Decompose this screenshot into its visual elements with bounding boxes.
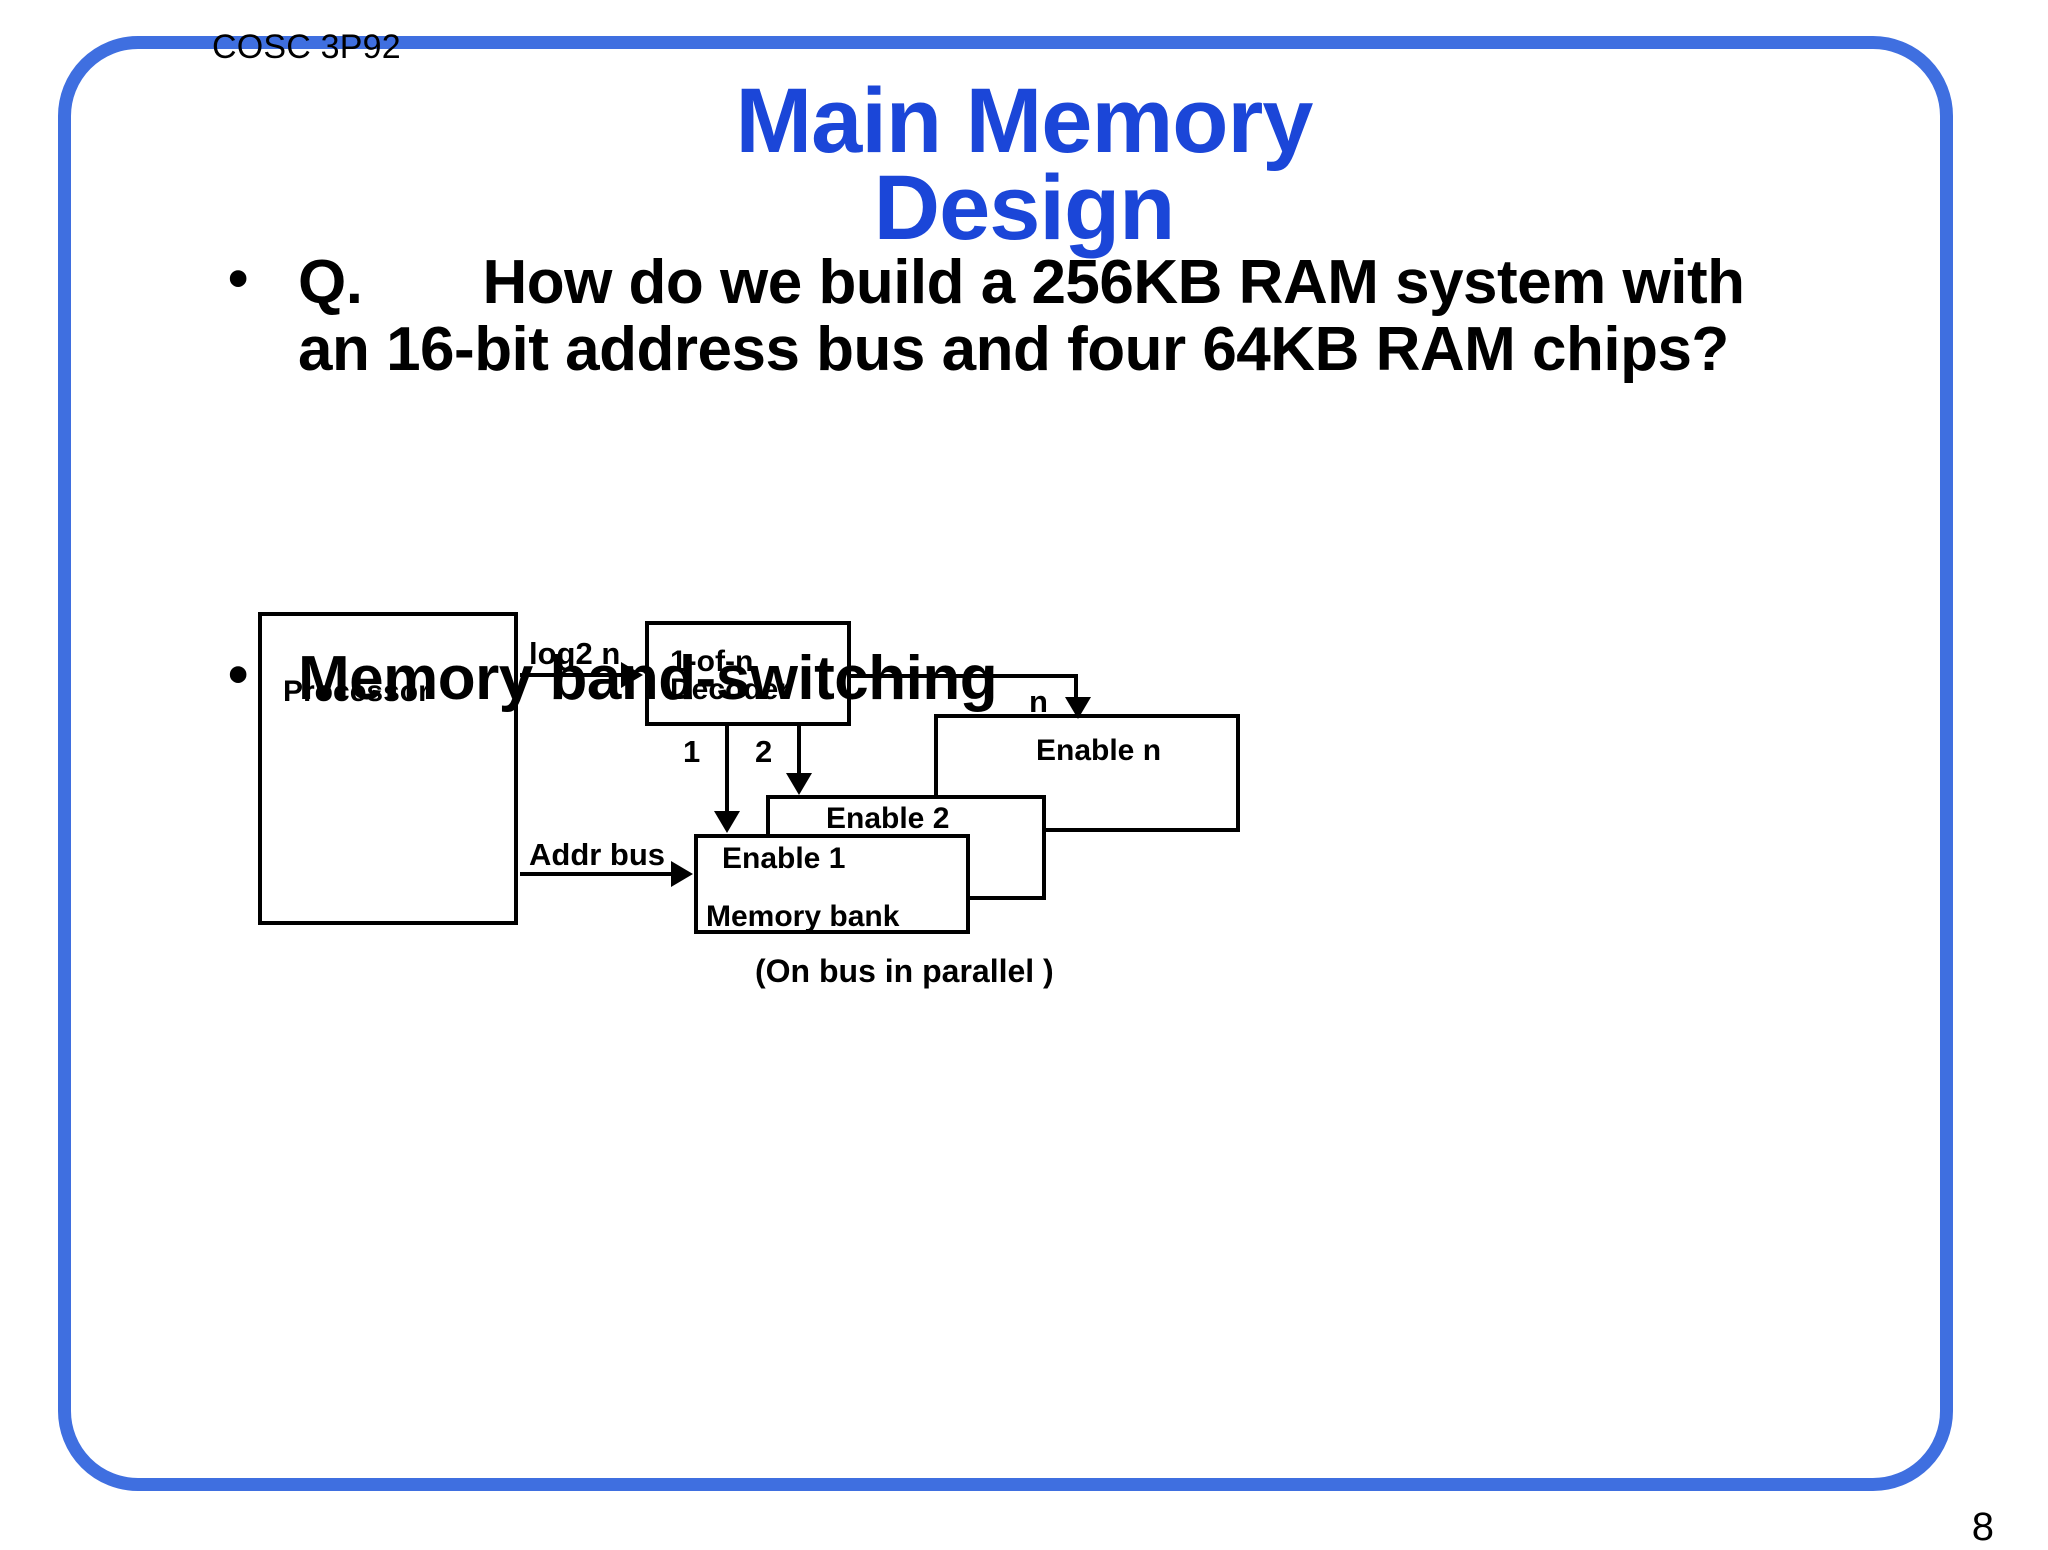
log2n-arrowhead-icon	[621, 662, 643, 688]
bullet-marker-icon: •	[228, 246, 248, 311]
decoder-label-line-2: Decoder	[670, 673, 791, 706]
decoder-output-1-line	[725, 726, 729, 812]
list-item: • Q.How do we build a 256KB RAM system w…	[228, 246, 1828, 384]
course-tag: COSC 3P92	[212, 28, 401, 66]
enable-1-label: Enable 1	[722, 842, 846, 875]
addr-bus-label: Addr bus	[529, 837, 666, 872]
enable-2-label: Enable 2	[826, 802, 950, 835]
decoder-output-n-label: n	[1029, 684, 1048, 719]
bullet-marker-icon: •	[228, 641, 248, 707]
diagram-caption: (On bus in parallel )	[755, 953, 1054, 989]
bullet-list: • Q.How do we build a 256KB RAM system w…	[228, 246, 1828, 713]
memory-bank-label: Memory bank	[706, 900, 900, 933]
memory-bank-box	[694, 834, 970, 934]
page-title: Main Memory Design	[0, 75, 2048, 260]
decoder-output-n-arrowhead-icon	[1065, 697, 1091, 719]
decoder-output-n-vertical-line	[1074, 674, 1078, 698]
page-number: 8	[1971, 1505, 1994, 1549]
title-line-2: Design	[873, 157, 1176, 260]
addr-bus-arrowhead-icon	[671, 861, 693, 887]
decoder-output-2-label: 2	[755, 734, 773, 769]
processor-label: Processor	[283, 675, 430, 708]
enable-n-label: Enable n	[1036, 734, 1162, 767]
bullet-2-text: Memory band-switching	[298, 643, 998, 713]
slide-border-frame	[58, 36, 1953, 1491]
addr-bus-connector-line	[520, 872, 672, 876]
log2n-label: log2 n	[529, 636, 621, 671]
processor-box	[258, 612, 518, 925]
title-line-1: Main Memory	[735, 70, 1314, 172]
log2n-connector-line	[520, 673, 622, 677]
bullet-1-label: Q.	[298, 248, 363, 317]
decoder-output-2-line	[797, 726, 801, 774]
decoder-output-2-arrowhead-icon	[786, 773, 812, 795]
bullet-1-text: How do we build a 256KB RAM system with …	[298, 248, 1745, 384]
decoder-output-n-horizontal-line	[851, 674, 1078, 678]
decoder-box	[645, 621, 851, 726]
list-item: • Memory band-switching	[228, 641, 1828, 713]
decoder-output-1-label: 1	[683, 734, 701, 769]
decoder-output-1-arrowhead-icon	[714, 811, 740, 833]
decoder-label-line-1: 1-of-n	[670, 645, 754, 678]
